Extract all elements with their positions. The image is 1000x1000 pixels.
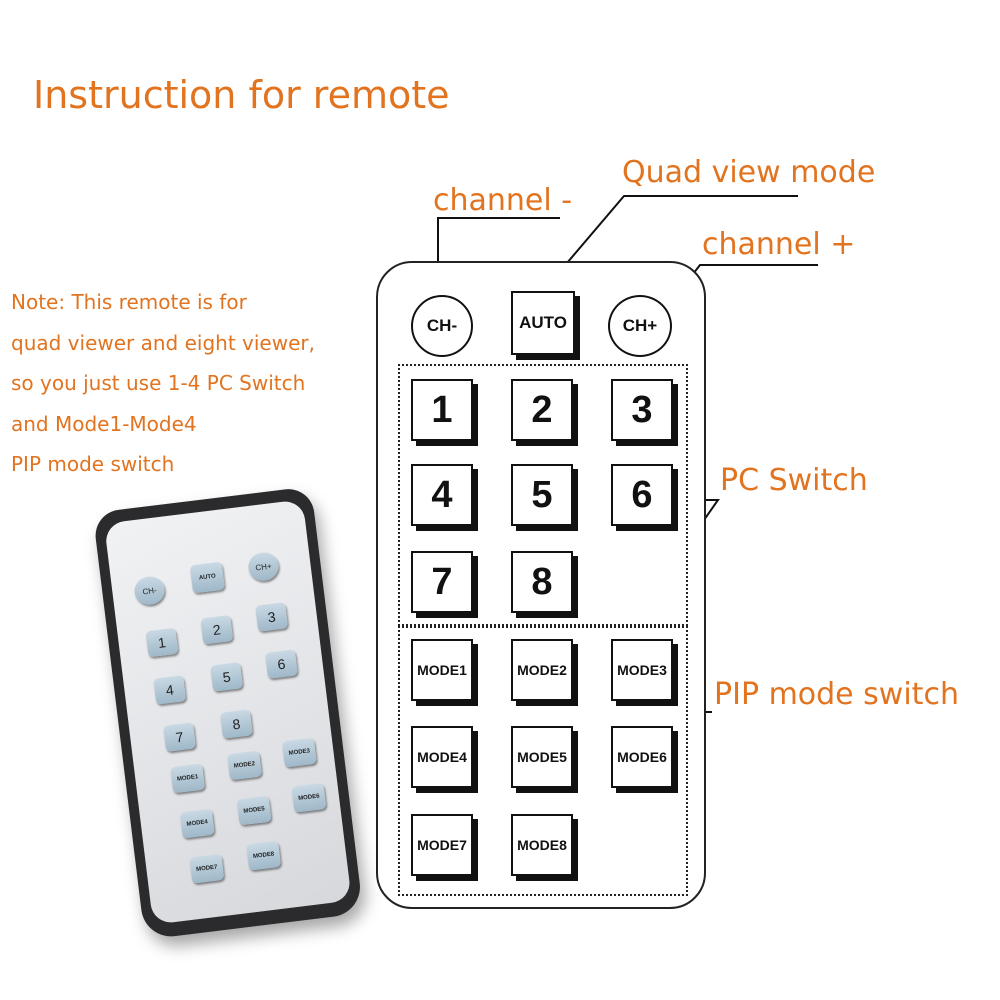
- photo-num-button: 4: [153, 675, 187, 705]
- photo-auto-button: AUTO: [189, 561, 225, 594]
- page-title: Instruction for remote: [33, 73, 450, 117]
- mode3-button[interactable]: MODE3: [611, 639, 673, 701]
- callout-pip-switch: PIP mode switch: [714, 677, 959, 712]
- photo-num-button: 3: [255, 602, 289, 632]
- callout-pc-switch: PC Switch: [720, 463, 868, 498]
- photo-mode-button: MODE3: [281, 737, 317, 768]
- photo-mode-button: MODE6: [291, 782, 327, 813]
- pc-switch-1-button[interactable]: 1: [411, 379, 473, 441]
- photo-mode-button: MODE5: [236, 795, 272, 826]
- pc-switch-7-button[interactable]: 7: [411, 551, 473, 613]
- photo-num-button: 6: [264, 649, 298, 679]
- photo-num-button: 7: [163, 722, 197, 752]
- callout-channel-minus: channel -: [433, 183, 573, 218]
- callout-channel-plus: channel +: [702, 227, 856, 262]
- pc-switch-2-button[interactable]: 2: [511, 379, 573, 441]
- mode7-button[interactable]: MODE7: [411, 814, 473, 876]
- pc-switch-4-button[interactable]: 4: [411, 464, 473, 526]
- note-line: quad viewer and eight viewer,: [11, 330, 315, 355]
- photo-num-button: 1: [145, 627, 179, 658]
- pc-switch-6-button[interactable]: 6: [611, 464, 673, 526]
- auto-button[interactable]: AUTO: [511, 291, 575, 355]
- mode6-button[interactable]: MODE6: [611, 726, 673, 788]
- pc-switch-5-button[interactable]: 5: [511, 464, 573, 526]
- note-line: PIP mode switch: [11, 452, 175, 476]
- photo-mode-button: MODE8: [246, 840, 282, 871]
- pc-switch-group: [398, 364, 688, 626]
- mode5-button[interactable]: MODE5: [511, 726, 573, 788]
- note-line: and Mode1-Mode4: [11, 411, 197, 436]
- photo-mode-button: MODE1: [170, 763, 206, 794]
- pc-switch-3-button[interactable]: 3: [611, 379, 673, 441]
- note-line: Note: This remote is for: [11, 290, 247, 314]
- mode1-button[interactable]: MODE1: [411, 639, 473, 701]
- mode2-button[interactable]: MODE2: [511, 639, 573, 701]
- leader-line: [543, 195, 798, 291]
- mode4-button[interactable]: MODE4: [411, 726, 473, 788]
- callout-quad-view: Quad view mode: [622, 155, 876, 190]
- ch-minus-button[interactable]: CH-: [411, 295, 473, 357]
- ch-plus-button[interactable]: CH+: [608, 295, 672, 357]
- note-line: so you just use 1-4 PC Switch: [11, 371, 306, 395]
- photo-ch-minus-button: CH-: [132, 574, 167, 607]
- photo-mode-button: MODE2: [227, 750, 262, 781]
- note-text: Note: This remote is for quad viewer and…: [11, 282, 371, 485]
- photo-num-button: 5: [210, 662, 244, 692]
- mode8-button[interactable]: MODE8: [511, 814, 573, 876]
- photo-mode-button: MODE4: [179, 808, 215, 839]
- photo-num-button: 8: [219, 709, 253, 739]
- pip-mode-group: [398, 626, 688, 896]
- remote-diagram: CH- AUTO CH+ 1 2 3 4 5 6 7 8 MODE1 MODE2…: [376, 261, 706, 909]
- photo-mode-button: MODE7: [189, 853, 225, 884]
- pc-switch-8-button[interactable]: 8: [511, 551, 573, 613]
- photo-num-button: 2: [200, 615, 234, 645]
- photo-ch-plus-button: CH+: [246, 550, 281, 583]
